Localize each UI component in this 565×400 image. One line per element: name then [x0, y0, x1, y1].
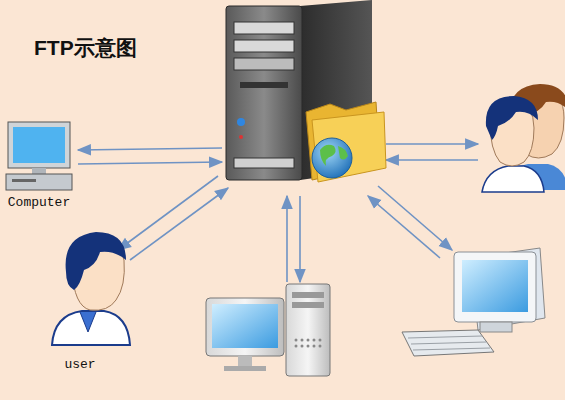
- server-tower: [226, 0, 372, 180]
- diagram-title: FTP示意图: [34, 34, 137, 62]
- transfer-arrows: [78, 144, 478, 282]
- mac-computer: [206, 284, 330, 376]
- user-figure: [52, 232, 130, 345]
- users-pair: [482, 84, 565, 192]
- desktop-computer: [6, 122, 72, 190]
- user-label: user: [64, 357, 95, 372]
- crt-computer: [402, 248, 545, 356]
- device-label: Computer: [8, 195, 70, 210]
- ftp-folder-globe: [306, 102, 386, 182]
